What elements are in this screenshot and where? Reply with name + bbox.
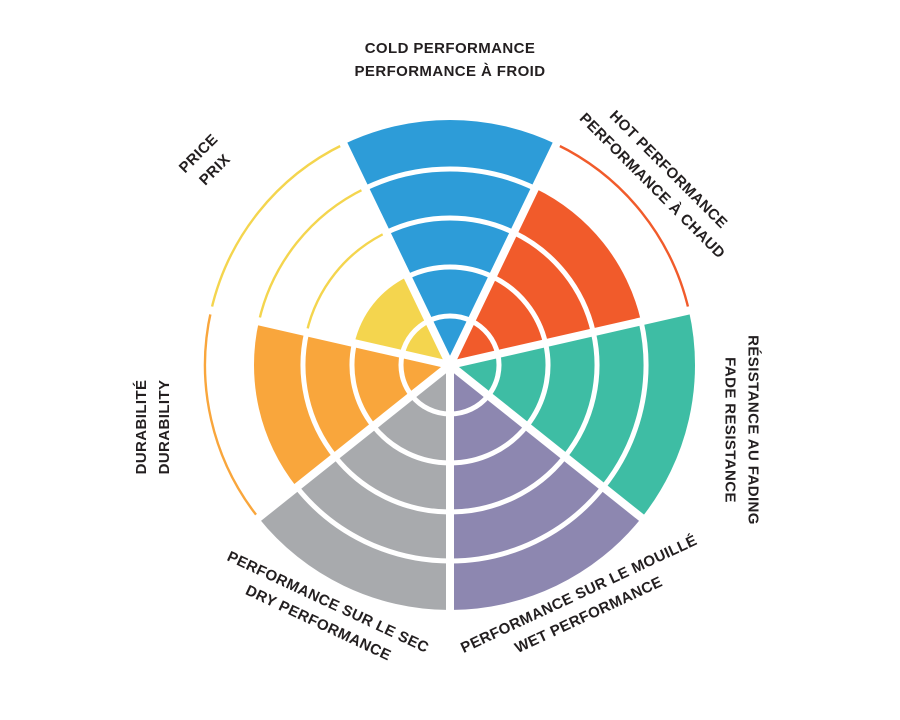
ring-separator-cold-performance-2 <box>406 264 494 279</box>
wedge-fade-resistance <box>450 310 696 518</box>
ring-separator-dry-performance-4 <box>294 485 451 564</box>
label-cold-performance: COLD PERFORMANCE PERFORMANCE À FROID <box>355 37 546 84</box>
empty-ring-arc-price-5 <box>209 143 345 311</box>
durability-line2: DURABILITY <box>156 379 173 475</box>
ring-separator-durability-3 <box>300 331 338 459</box>
cold-performance-line1: COLD PERFORMANCE <box>364 39 536 57</box>
sector-divider-6 <box>336 135 454 367</box>
ring-separator-dry-performance-3 <box>333 455 451 515</box>
sector-divider-1 <box>449 304 698 369</box>
wedge-hot-performance <box>450 188 642 365</box>
sector-divider-2 <box>447 361 651 526</box>
ring-separator-fade-resistance-3 <box>562 331 600 459</box>
empty-ring-arc-hot-performance-5 <box>555 143 691 311</box>
wedge-dry-performance <box>258 365 450 610</box>
ring-separator-hot-performance-2 <box>491 274 548 344</box>
wedge-wet-performance <box>450 365 642 610</box>
ring-separator-hot-performance-3 <box>512 230 596 333</box>
fade-resistance-line1: RÉSISTANCE AU FADING <box>744 335 762 525</box>
ring-separator-cold-performance-4 <box>363 166 537 191</box>
ring-separator-dry-performance-2 <box>371 424 451 466</box>
wedge-cold-performance <box>343 119 557 365</box>
empty-ring-arc-durability-5 <box>203 310 260 519</box>
sector-divider-0 <box>446 135 564 367</box>
sector-divider-5 <box>202 304 451 369</box>
empty-ring-arc-price-3 <box>305 231 387 333</box>
fade-resistance-line2: FADE RESISTANCE <box>721 357 738 503</box>
cold-performance-line2: PERFORMANCE À FROID <box>354 63 546 80</box>
ring-separator-cold-performance-3 <box>385 215 515 235</box>
ring-separator-durability-2 <box>349 342 376 428</box>
ring-separator-fade-resistance-4 <box>601 320 649 489</box>
wedge-price <box>354 276 450 365</box>
ring-separator-fade-resistance-2 <box>524 342 551 428</box>
label-fade-resistance: RÉSISTANCE AU FADING FADE RESISTANCE <box>718 335 765 525</box>
ring-separator-wet-performance-2 <box>449 424 529 466</box>
ring-separator-wet-performance-4 <box>449 485 606 564</box>
label-durability: DURABILITÉ DURABILITY <box>130 380 177 475</box>
empty-ring-arc-price-4 <box>257 187 366 322</box>
durability-line1: DURABILITÉ <box>132 379 150 475</box>
ring-separator-wet-performance-3 <box>449 455 567 515</box>
sector-divider-4 <box>249 361 453 526</box>
